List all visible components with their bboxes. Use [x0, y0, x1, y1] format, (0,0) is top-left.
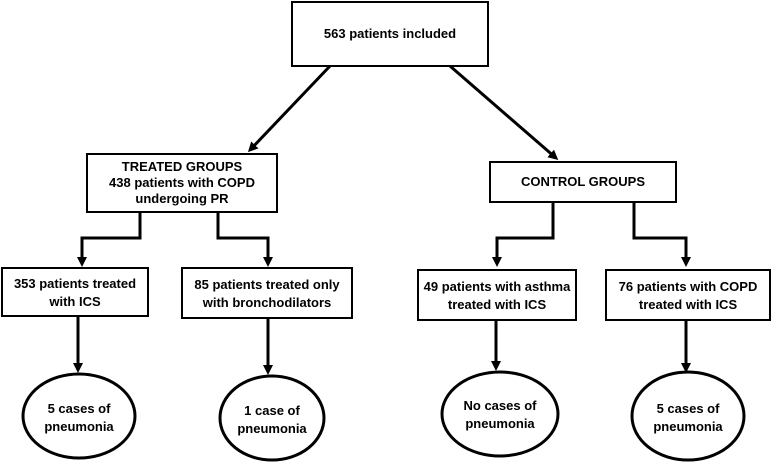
- group-4-line-2: treated with ICS: [639, 297, 738, 312]
- group-box-1: [1, 267, 149, 317]
- boxes: [1, 1, 771, 321]
- outcome-4-line-2: pneumonia: [653, 419, 723, 434]
- arrow-control-to-group-3: [492, 202, 555, 267]
- control-title: CONTROL GROUPS: [521, 174, 645, 189]
- group-3-line-1: 49 patients with asthma: [424, 279, 571, 294]
- group-box-2: [181, 267, 353, 319]
- group-3-line-2: treated with ICS: [448, 297, 547, 312]
- group-box-3: [417, 269, 577, 321]
- group-4-line-1: 76 patients with COPD: [619, 279, 758, 294]
- arrow-control-to-group-4: [632, 202, 691, 267]
- treated-subtitle-2: undergoing PR: [135, 191, 229, 206]
- group-box-4: [605, 269, 771, 321]
- root-box: [291, 1, 489, 67]
- root-label: 563 patients included: [324, 26, 456, 41]
- group-2-line-1: 85 patients treated only: [194, 277, 340, 292]
- arrow-root-to-treated: [247, 64, 332, 153]
- outcome-1-line-2: pneumonia: [44, 419, 114, 434]
- treated-groups-box: [86, 153, 278, 213]
- labels: 563 patients included TREATED GROUPS 438…: [14, 26, 757, 436]
- outcome-2-line-1: 1 case of: [244, 403, 300, 418]
- outcome-2-line-2: pneumonia: [237, 421, 307, 436]
- outcome-ellipse-4: [630, 370, 746, 462]
- control-groups-box: [489, 161, 677, 203]
- group-1-line-2: with ICS: [48, 294, 101, 309]
- outcome-ellipse-1: [21, 372, 137, 460]
- group-1-line-1: 353 patients treated: [14, 276, 136, 291]
- treated-title: TREATED GROUPS: [122, 159, 243, 174]
- outcome-ellipse-3: [440, 370, 560, 458]
- outcome-ellipse-2: [218, 374, 326, 462]
- treated-subtitle-1: 438 patients with COPD: [109, 175, 255, 190]
- outcome-1-line-1: 5 cases of: [48, 401, 112, 416]
- outcome-3-line-2: pneumonia: [465, 416, 535, 431]
- outcome-4-line-1: 5 cases of: [657, 401, 721, 416]
- arrow-treated-to-group-1: [77, 212, 142, 267]
- arrow-root-to-control: [449, 64, 559, 160]
- connectors: [73, 64, 691, 375]
- arrow-treated-to-group-2: [216, 212, 273, 267]
- outcome-3-line-1: No cases of: [464, 398, 538, 413]
- outcome-ellipses: [21, 370, 746, 462]
- group-2-line-2: with bronchodilators: [202, 295, 332, 310]
